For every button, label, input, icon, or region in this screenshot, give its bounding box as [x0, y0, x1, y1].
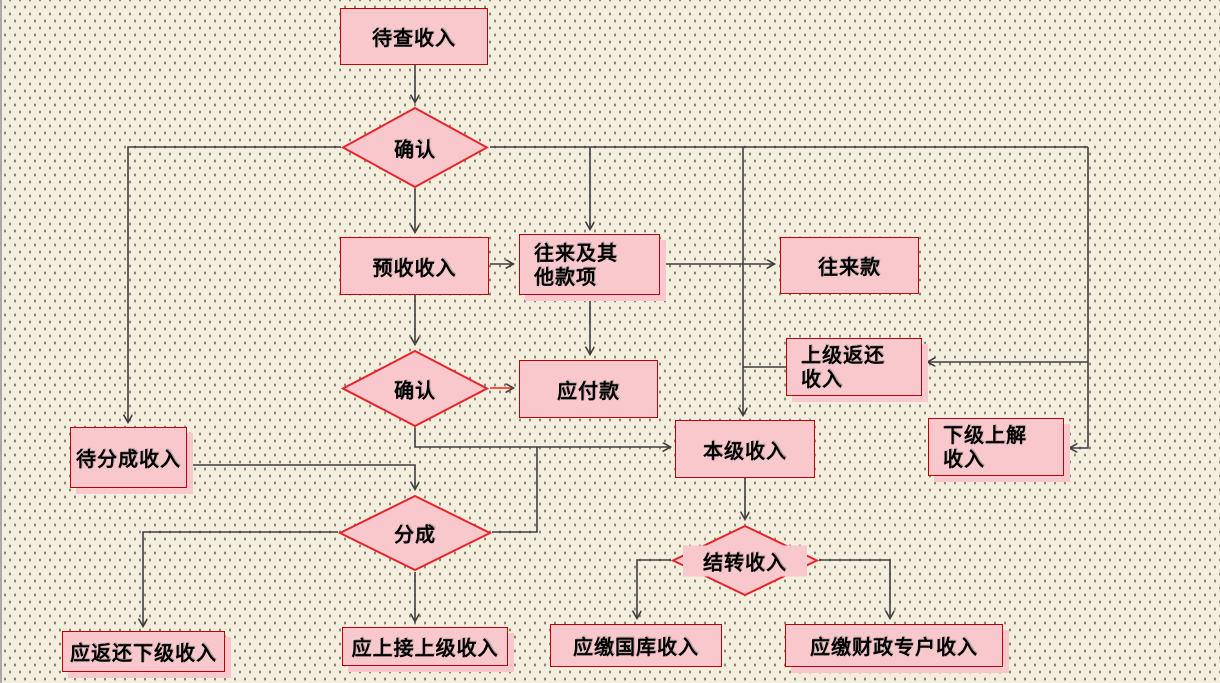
node-label: 往来款 — [818, 255, 881, 279]
node-label: 应缴财政专户收入 — [810, 635, 978, 659]
connector-pending-split-to-split — [188, 464, 415, 489]
node-superior-return-income: 上级返还 收入 — [786, 338, 922, 396]
node-label: 待查收入 — [372, 26, 456, 50]
node-treasury-income: 应缴国库收入 — [550, 624, 722, 667]
node-label: 待分成收入 — [72, 441, 185, 474]
node-confirm-2: 确认 — [341, 349, 489, 428]
node-current-payments: 往来款 — [780, 237, 919, 294]
left-edge-strip — [0, 0, 2, 683]
node-label: 上级返还 收入 — [801, 343, 885, 391]
node-label: 结转收入 — [683, 545, 807, 576]
connector-carryover-to-fiscal — [819, 559, 890, 618]
node-carryover-income: 结转收入 — [671, 524, 819, 597]
node-label: 应返还下级收入 — [70, 641, 217, 665]
node-label: 分成 — [386, 517, 444, 549]
node-remit-to-superior-income: 应上接上级收入 — [342, 627, 508, 666]
node-label: 应缴国库收入 — [573, 635, 699, 659]
connector-carryover-to-treasury — [637, 559, 671, 618]
node-payables: 应付款 — [519, 360, 658, 418]
node-label: 预收收入 — [372, 255, 457, 280]
node-advance-income: 预收收入 — [340, 237, 489, 295]
node-label: 下级上解 收入 — [943, 423, 1027, 471]
node-fiscal-special-account-income: 应缴财政专户收入 — [785, 624, 1003, 667]
node-label: 应上接上级收入 — [351, 636, 499, 660]
node-label: 确认 — [386, 373, 444, 404]
connector-split-right-merge — [492, 447, 538, 533]
node-subordinate-remitted-income: 下级上解 收入 — [928, 418, 1064, 476]
node-current-and-other-payments: 往来及其 他款项 — [519, 234, 660, 295]
connector-trunk-to-subordinate-remit — [1070, 147, 1089, 448]
node-confirm-1: 确认 — [341, 106, 489, 189]
connector-confirm2-to-own-level — [414, 428, 670, 447]
node-return-to-subordinate-income: 应返还下级收入 — [62, 631, 225, 672]
node-label: 确认 — [386, 132, 444, 163]
node-label: 本级收入 — [703, 438, 787, 463]
node-pending-split-income: 待分成收入 — [70, 427, 187, 488]
connector-split-to-return-subordinate — [143, 531, 338, 626]
node-split: 分成 — [338, 494, 492, 572]
connector-confirm1-left-to-pending-split — [128, 146, 341, 422]
node-own-level-income: 本级收入 — [675, 420, 815, 478]
node-label: 应付款 — [557, 378, 620, 403]
node-label: 往来及其 他款项 — [534, 240, 618, 289]
node-pending-check-income: 待查收入 — [340, 8, 488, 65]
